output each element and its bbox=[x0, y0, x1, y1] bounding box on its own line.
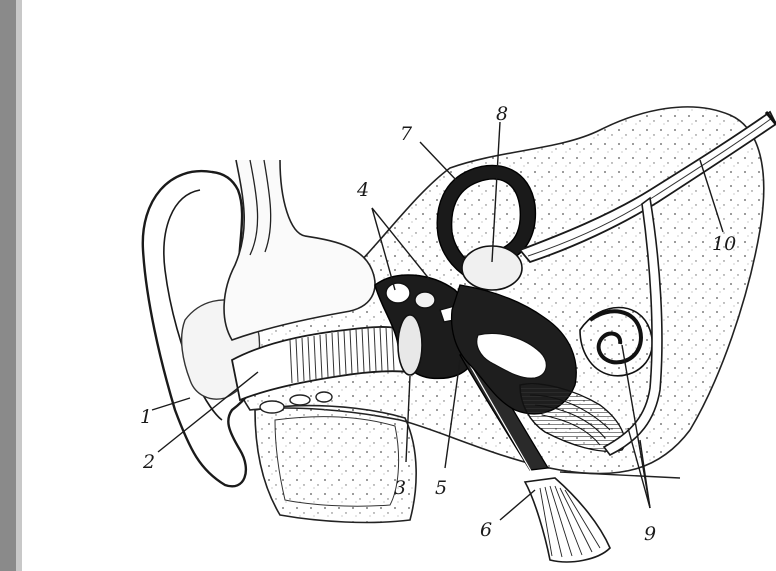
callout-10: 10 bbox=[712, 233, 736, 255]
callout-2: 2 bbox=[142, 451, 155, 473]
callout-8: 8 bbox=[496, 103, 508, 125]
bone-cell bbox=[290, 395, 310, 405]
callout-7: 7 bbox=[400, 123, 413, 145]
callout-6: 6 bbox=[480, 519, 492, 541]
callout-9: 9 bbox=[644, 523, 656, 545]
ossicle-malleus bbox=[386, 283, 410, 303]
callout-1: 1 bbox=[140, 406, 152, 428]
lower-bone bbox=[255, 406, 416, 523]
bone-cell bbox=[316, 392, 332, 402]
callout-5: 5 bbox=[435, 477, 447, 499]
bone-cell bbox=[260, 401, 284, 413]
callout-3: 3 bbox=[394, 477, 406, 499]
ossicle-incus bbox=[415, 292, 435, 308]
pharyngeal-opening bbox=[525, 478, 610, 562]
eardrum bbox=[398, 315, 422, 375]
callout-4: 4 bbox=[356, 179, 369, 201]
